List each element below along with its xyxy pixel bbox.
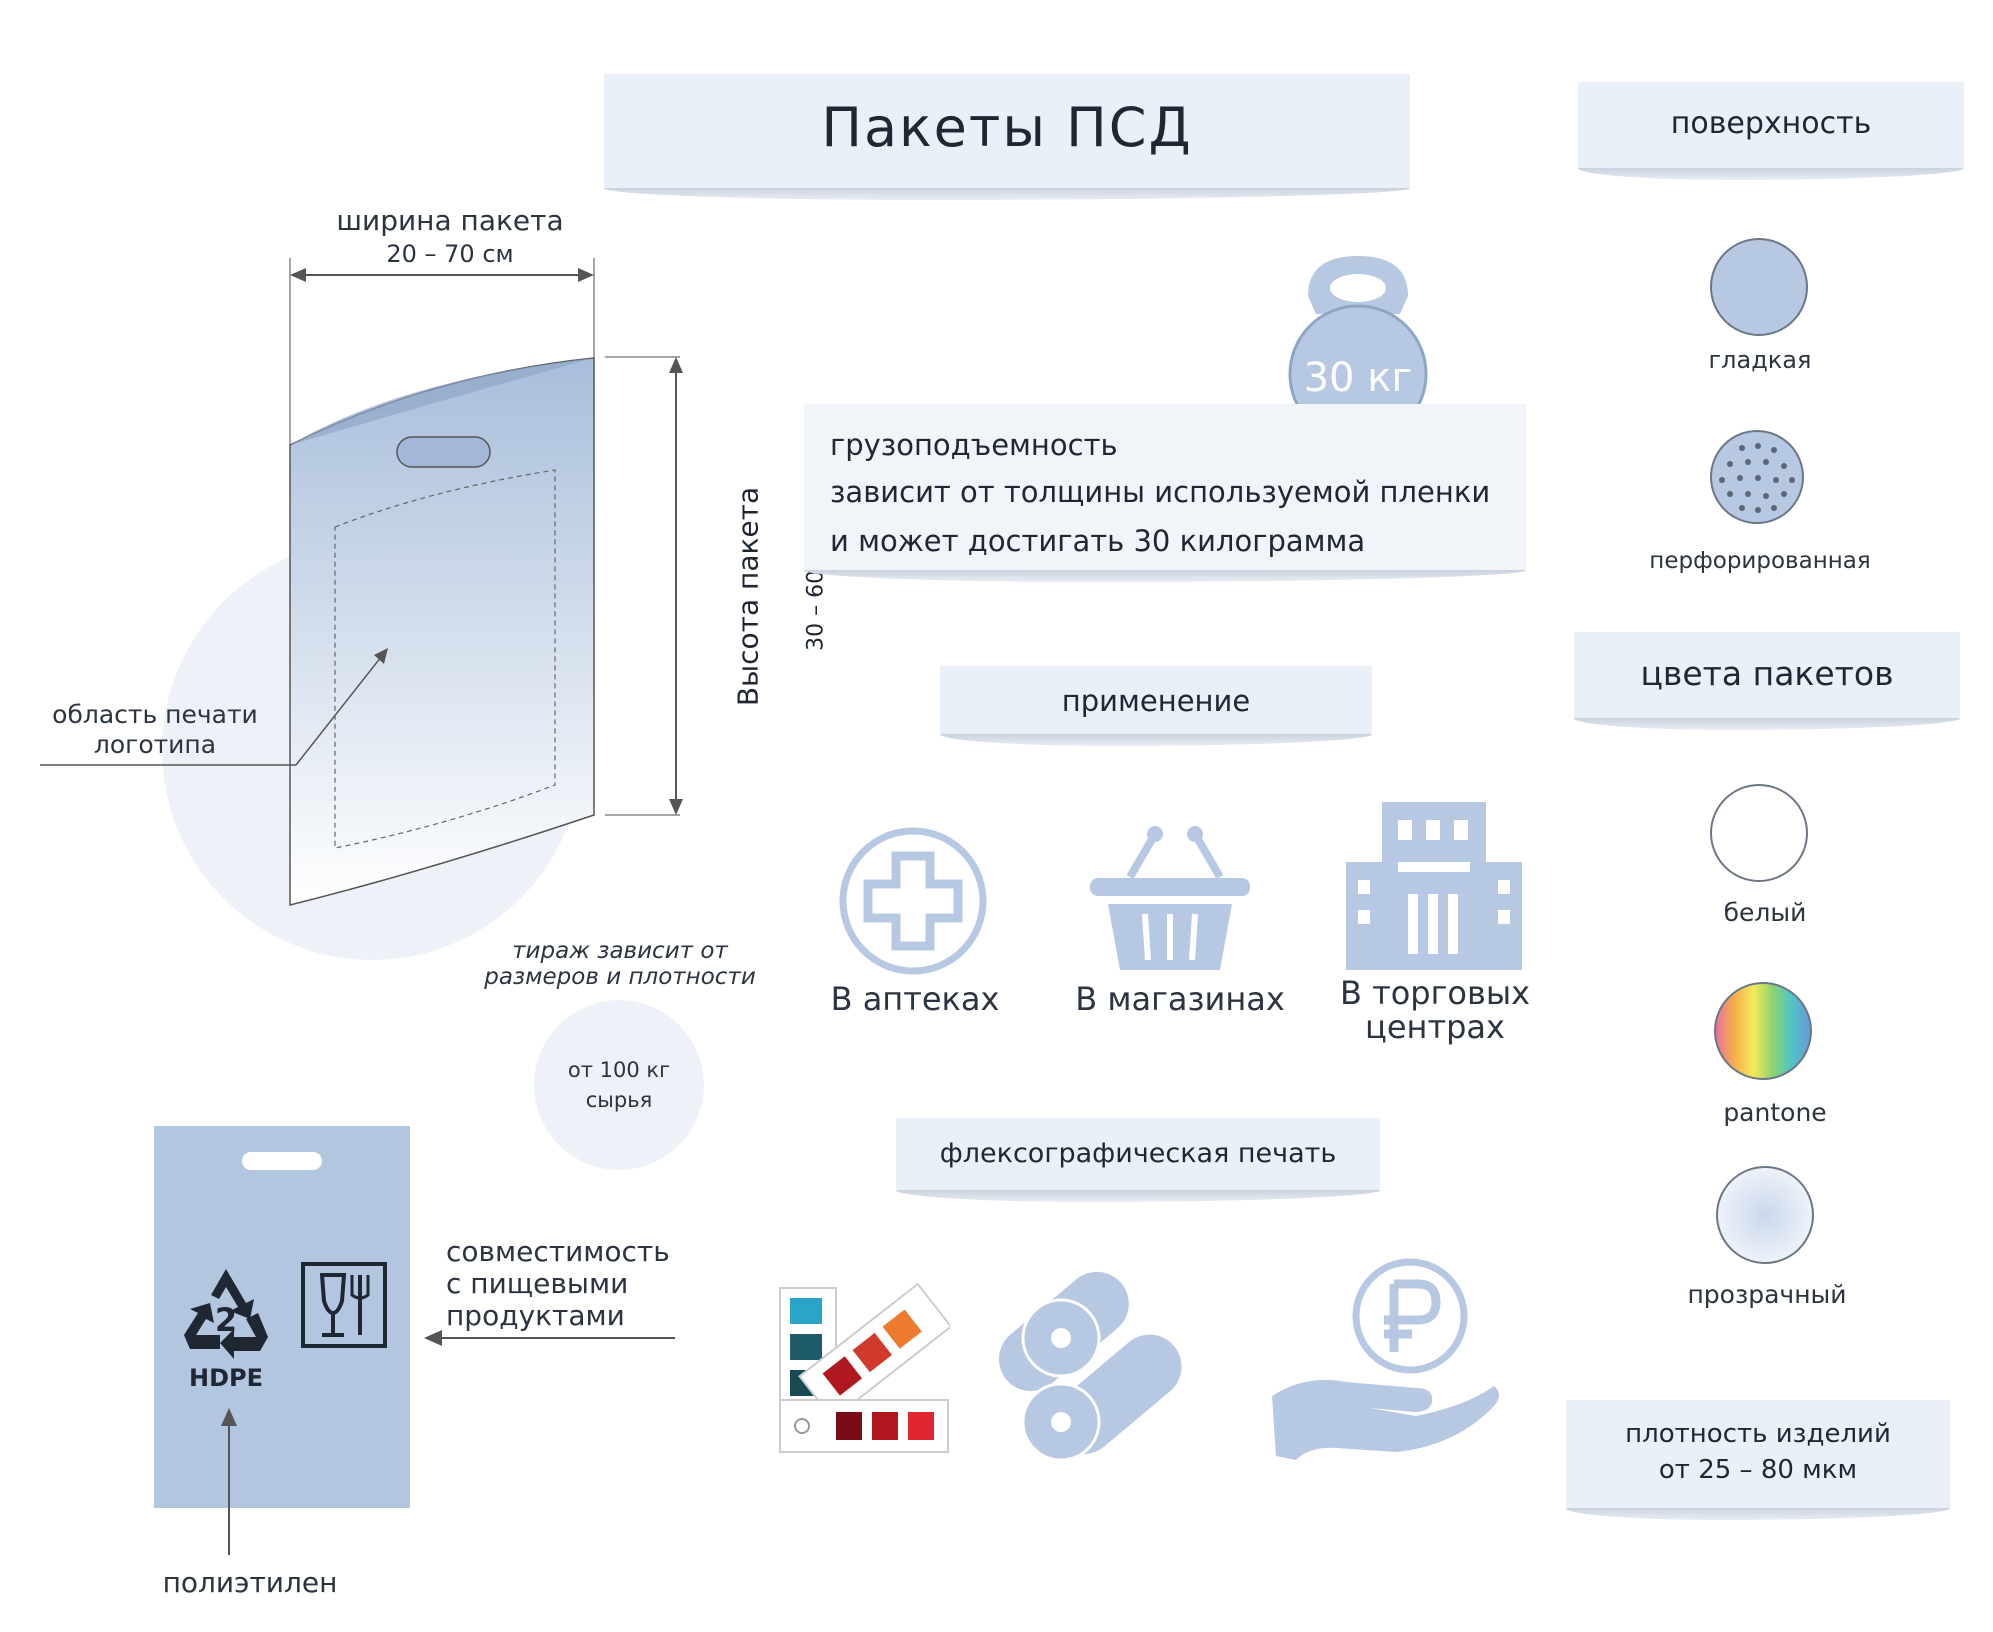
min-raw-circle xyxy=(534,1000,704,1170)
bag-height-label: Высота пакета xyxy=(731,486,765,707)
application-heading: применение xyxy=(1061,684,1251,718)
title-banner: Пакеты ПСД xyxy=(604,74,1410,200)
pantone-swatch xyxy=(1714,982,1812,1080)
print-run-label: тираж зависит от размеров и плотности xyxy=(484,938,756,990)
basket-icon xyxy=(1090,826,1250,970)
load-badge: 30 кг xyxy=(1304,355,1413,401)
color-item-white: белый xyxy=(1723,898,1807,927)
bag-width-value: 20 – 70 см xyxy=(386,240,514,268)
density-banner: плотность изделий от 25 – 80 мкм xyxy=(1566,1400,1950,1520)
color-swatch-icon xyxy=(779,1282,950,1453)
ruble-hand-icon xyxy=(1272,1258,1499,1460)
application-item-shops: В магазинах xyxy=(1075,980,1285,1018)
application-item-pharmacy: В аптеках xyxy=(830,980,1000,1018)
load-line-1: грузоподъемность xyxy=(830,428,1118,462)
flexo-banner: флексографическая печать xyxy=(896,1118,1380,1202)
smooth-swatch xyxy=(1710,238,1808,336)
color-item-pantone: pantone xyxy=(1723,1098,1827,1127)
surface-banner: поверхность xyxy=(1578,82,1964,180)
surface-heading: поверхность xyxy=(1670,106,1872,141)
page-title: Пакеты ПСД xyxy=(821,96,1193,159)
food-compat-label: совместимость с пищевыми продуктами xyxy=(446,1235,670,1332)
hdpe-bag: 2 HDPE xyxy=(154,1126,410,1508)
application-banner: применение xyxy=(940,666,1372,746)
load-line-2: зависит от толщины используемой пленки xyxy=(830,475,1491,509)
pharmacy-icon xyxy=(839,827,987,975)
food-safe-icon xyxy=(301,1262,387,1348)
color-item-transparent: прозрачный xyxy=(1687,1280,1847,1309)
recycle-icon: 2 xyxy=(184,1269,268,1359)
hdpe-label: HDPE xyxy=(189,1364,263,1392)
hdpe-arrows xyxy=(221,1330,675,1555)
recycle-code: 2 xyxy=(215,1301,237,1339)
application-item-malls: В торговых центрах xyxy=(1339,974,1531,1046)
flexo-heading: флексографическая печать xyxy=(939,1138,1337,1169)
colors-banner: цвета пакетов xyxy=(1574,632,1960,730)
min-raw-label: от 100 кг сырья xyxy=(567,1058,671,1112)
bag-width-label: ширина пакета xyxy=(336,204,564,237)
material-label: полиэтилен xyxy=(162,1566,338,1599)
surface-item-perforated: перфорированная xyxy=(1649,548,1871,574)
bag-handle-hole xyxy=(242,1152,322,1170)
print-area-label: область печати логотипа xyxy=(52,700,258,759)
bag-height-label-group: Высота пакета 30 – 60 см xyxy=(693,480,829,710)
surface-item-smooth: гладкая xyxy=(1708,346,1812,374)
load-line-3: и может достигать 30 килограмма xyxy=(830,524,1366,558)
white-swatch xyxy=(1710,784,1808,882)
perforated-swatch xyxy=(1710,430,1804,524)
bag-diagram xyxy=(40,258,683,906)
colors-heading: цвета пакетов xyxy=(1640,654,1894,693)
mall-icon xyxy=(1346,802,1522,970)
load-box xyxy=(804,404,1526,582)
transparent-swatch xyxy=(1716,1166,1814,1264)
density-text: плотность изделий от 25 – 80 мкм xyxy=(1625,1419,1891,1485)
film-rolls-icon xyxy=(998,1271,1182,1462)
